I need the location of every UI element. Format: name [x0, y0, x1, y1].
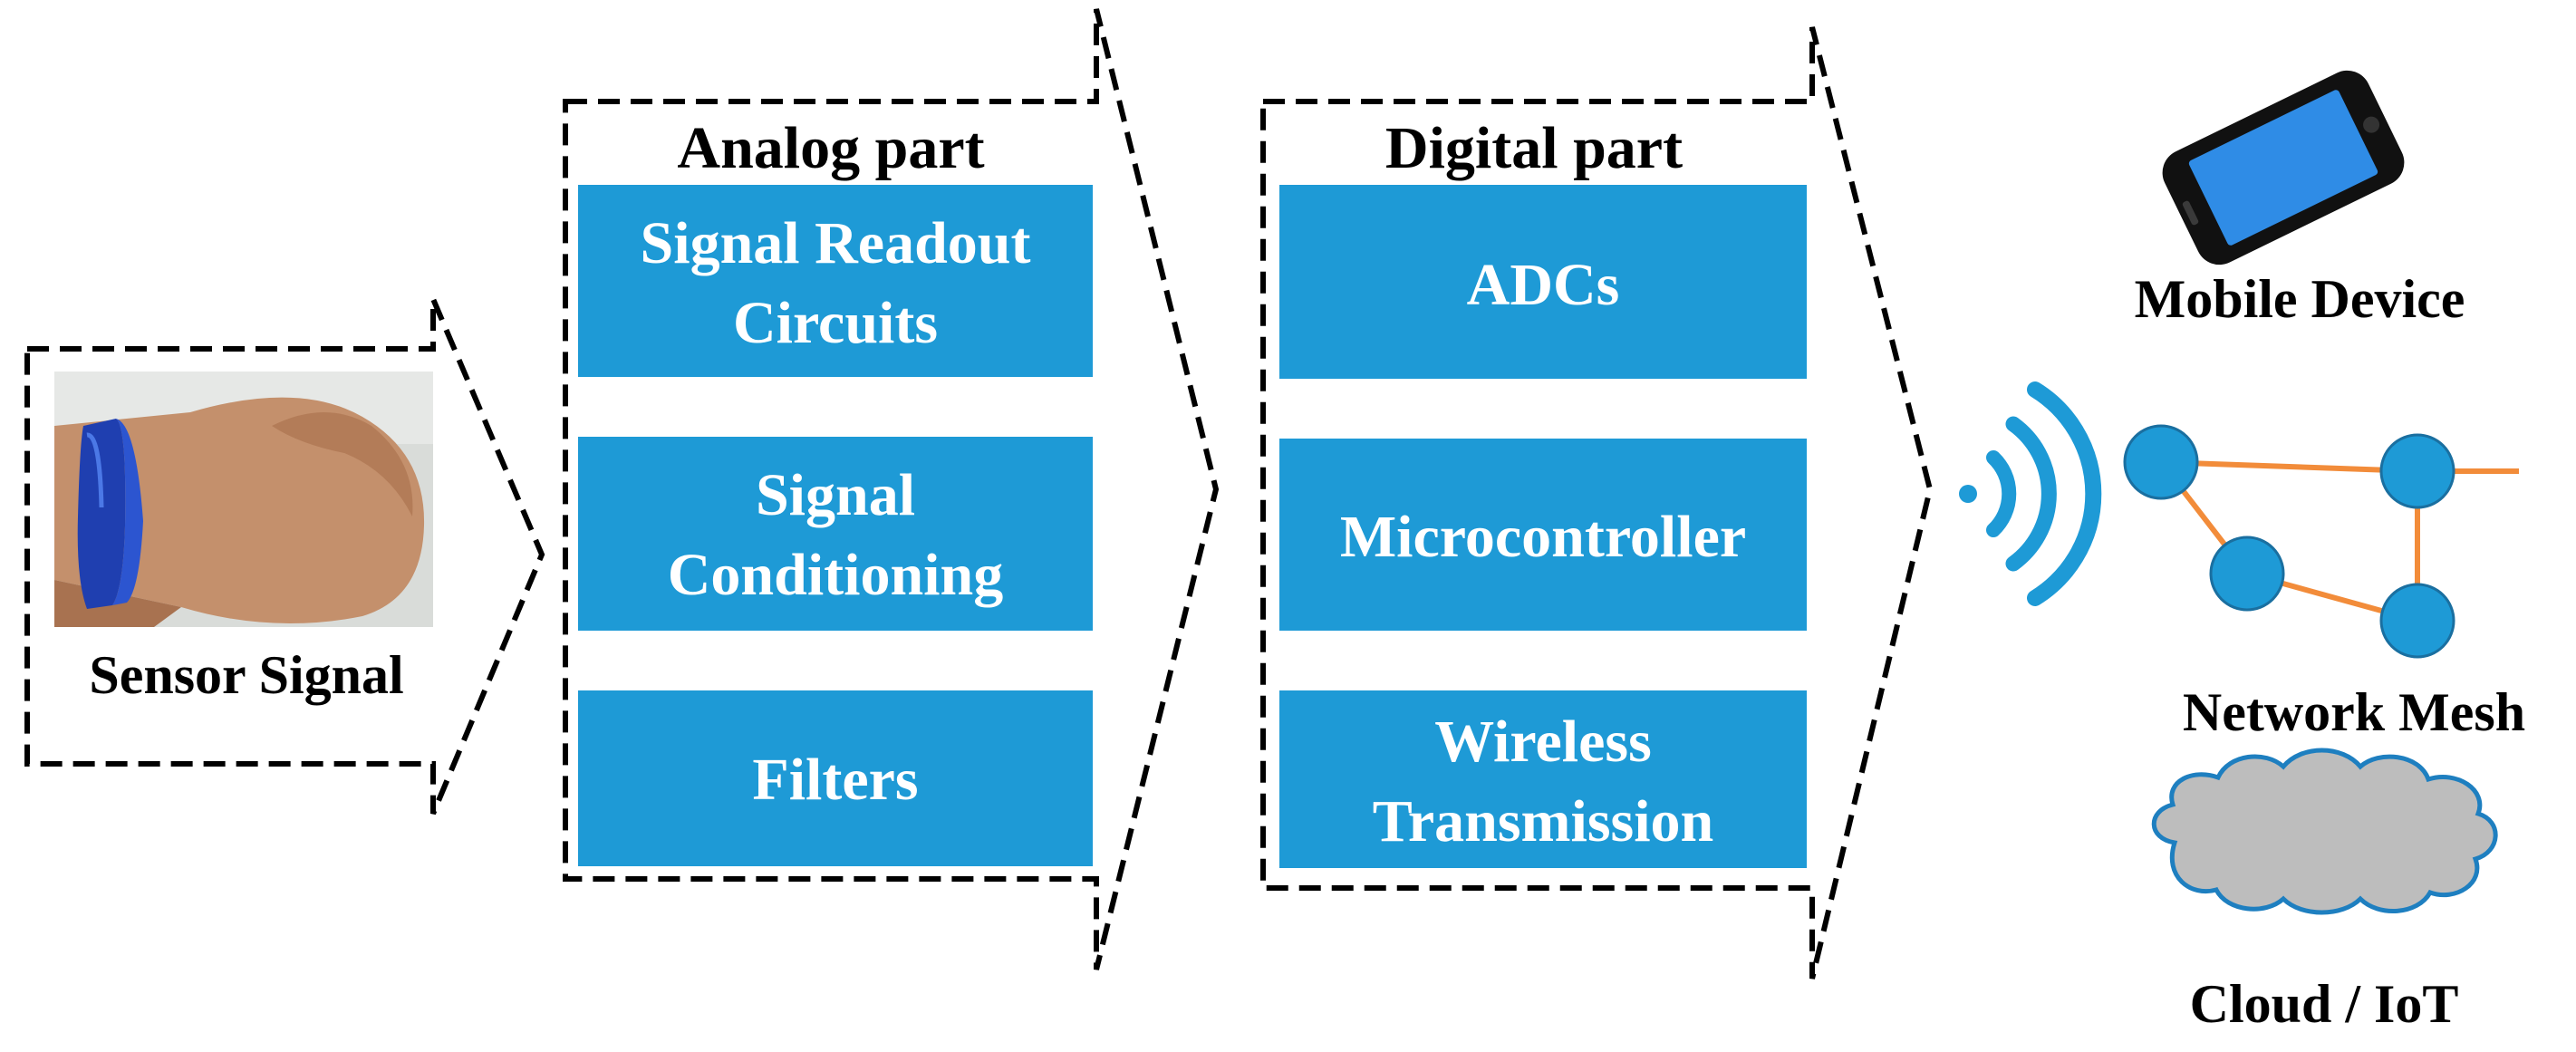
analog-block-signal-readout: Signal Readout Circuits — [578, 185, 1093, 377]
digital-block-bg — [1279, 690, 1807, 868]
digital-block-adcs: ADCs — [1279, 185, 1807, 379]
network-mesh-icon — [2123, 424, 2519, 659]
mesh-links — [2158, 459, 2519, 623]
wristband-photo — [54, 372, 433, 627]
digital-block-line: Microcontroller — [1340, 504, 1746, 570]
digital-block-bg — [1279, 439, 1807, 631]
digital-block-line: Wireless — [1434, 709, 1652, 775]
mesh-nodes — [2123, 424, 2455, 659]
digital-arrow-outline — [1260, 26, 1934, 980]
analog-block-line: Circuits — [733, 290, 938, 356]
analog-block-bg — [578, 437, 1093, 631]
digital-block-bg — [1279, 185, 1807, 379]
analog-part-title: Analog part — [677, 115, 984, 181]
digital-part-stage: Digital part ADCs Microcontroller Wirele… — [1260, 26, 1934, 980]
digital-block-wireless-transmission: Wireless Transmission — [1279, 690, 1807, 868]
analog-block-signal-conditioning: Signal Conditioning — [578, 437, 1093, 631]
digital-block-line: Transmission — [1373, 788, 1714, 854]
mobile-device-label: Mobile Device — [2135, 269, 2465, 329]
analog-block-bg — [578, 185, 1093, 377]
analog-block-filters: Filters — [578, 690, 1093, 866]
analog-block-line: Conditioning — [668, 542, 1003, 608]
analog-block-line: Filters — [752, 747, 918, 813]
network-mesh-label: Network Mesh — [2183, 682, 2525, 742]
analog-part-stage: Analog part Signal Readout Circuits Sign… — [563, 8, 1220, 970]
digital-block-microcontroller: Microcontroller — [1279, 439, 1807, 631]
analog-block-bg — [578, 690, 1093, 866]
cloud-iot-label: Cloud / IoT — [2190, 974, 2459, 1034]
wireless-signal-icon — [1959, 381, 2102, 606]
digital-block-line: ADCs — [1467, 252, 1620, 318]
sensor-signal-stage: Sensor Signal — [24, 297, 545, 816]
smartphone-icon — [2162, 70, 2405, 265]
cloud-icon — [2151, 748, 2498, 915]
analog-block-line: Signal Readout — [641, 210, 1031, 276]
analog-block-line: Signal — [756, 462, 915, 528]
sensor-signal-label: Sensor Signal — [89, 645, 403, 705]
digital-part-title: Digital part — [1385, 115, 1683, 181]
